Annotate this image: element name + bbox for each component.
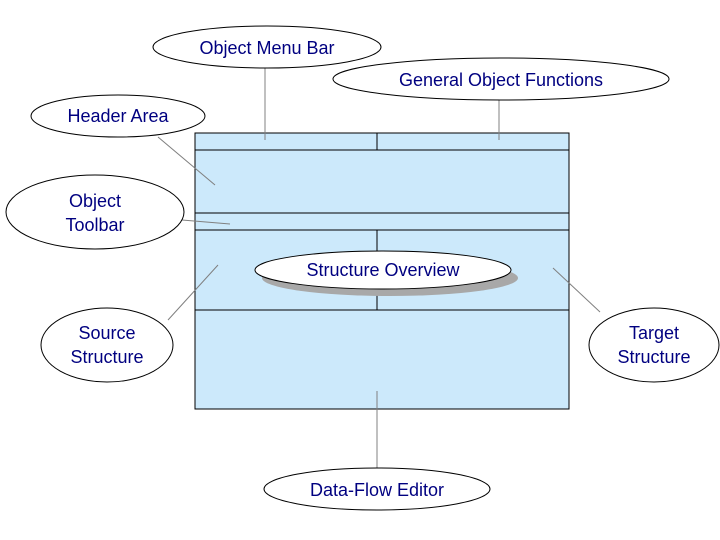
callout-header-area: Header Area (30, 94, 206, 138)
callout-bubble (588, 307, 720, 383)
callout-bubble (263, 467, 491, 511)
callout-bubble (254, 250, 512, 290)
callout-source-structure: Source Structure (40, 307, 174, 383)
callout-object-menu-bar: Object Menu Bar (152, 25, 382, 69)
leader-header-area (157, 136, 216, 186)
callout-bubble (152, 25, 382, 69)
callout-label: Header Area (67, 106, 169, 126)
callout-label: General Object Functions (399, 70, 603, 90)
callout-label-line2: Toolbar (65, 215, 124, 235)
callout-label: Object Menu Bar (199, 38, 334, 58)
callout-bubble (5, 174, 185, 250)
callout-label-line1: Target (629, 323, 679, 343)
leader-object-toolbar (181, 219, 231, 225)
callout-general-object-functions: General Object Functions (332, 57, 670, 101)
callout-target-structure: Target Structure (588, 307, 720, 383)
callout-data-flow-editor: Data-Flow Editor (263, 467, 491, 511)
callout-bubble (40, 307, 174, 383)
callout-bubble (332, 57, 670, 101)
callout-structure-overview: Structure Overview (254, 250, 518, 296)
callout-object-toolbar: Object Toolbar (5, 174, 185, 250)
callout-label: Structure Overview (306, 260, 460, 280)
callout-label-line1: Object (69, 191, 121, 211)
callout-label-line2: Structure (617, 347, 690, 367)
leader-target-structure (552, 267, 601, 313)
leader-source-structure (167, 264, 219, 321)
callout-label-line2: Structure (70, 347, 143, 367)
callout-bubble (30, 94, 206, 138)
leader-lines (157, 66, 601, 470)
callout-label: Data-Flow Editor (310, 480, 444, 500)
callout-label-line1: Source (78, 323, 135, 343)
